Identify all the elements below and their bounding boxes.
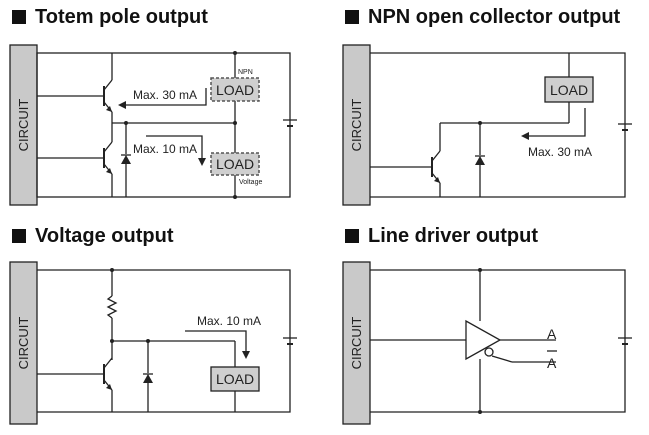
npn-circuit-label: CIRCUIT: [349, 99, 364, 152]
heading-bullet-icon: [12, 229, 26, 243]
line-driver-outer-wire: [370, 269, 626, 413]
totem-voltage-label: Voltage: [239, 179, 262, 186]
totem-title: Totem pole output: [12, 6, 208, 29]
line-driver-circuit-block: [342, 261, 371, 425]
totem-load-top-box: [210, 77, 260, 102]
voltage-load-label: LOAD: [216, 371, 254, 387]
line-driver-circuit-label: CIRCUIT: [349, 317, 364, 370]
totem-current-bottom-arrow-icon: [146, 135, 206, 166]
voltage-junction-dot: [110, 268, 114, 272]
totem-load-bottom-label: LOAD: [216, 156, 254, 172]
line-driver-supply-icon: [618, 337, 632, 345]
voltage-title: Voltage output: [12, 225, 174, 248]
npn-title-text: NPN open collector output: [368, 6, 621, 28]
totem-supply-icon: [283, 119, 297, 127]
line-driver-buffer-icon: [465, 319, 502, 361]
totem-current-top-label: Max. 30 mA: [133, 88, 197, 102]
totem-diode-icon: [121, 123, 131, 197]
line-driver-diagram: CIRCUIT A A: [342, 261, 632, 425]
line-driver-junction-dot: [478, 410, 482, 414]
heading-bullet-icon: [12, 10, 26, 24]
totem-load-bottom-box: [210, 152, 260, 176]
npn-load-label: LOAD: [550, 82, 588, 98]
npn-outer-wire: [370, 52, 626, 198]
heading-bullet-icon: [345, 229, 359, 243]
npn-current-arrow-icon: [521, 108, 586, 140]
line-driver-output-a: A: [547, 326, 557, 342]
npn-diagram: CIRCUIT LOAD Max. 30 mA: [342, 44, 632, 206]
voltage-diode-icon: [143, 341, 153, 412]
npn-current-label: Max. 30 mA: [528, 145, 592, 159]
line-driver-output-a-bar: A: [547, 355, 557, 371]
voltage-supply-icon: [283, 337, 297, 345]
voltage-title-text: Voltage output: [35, 225, 174, 247]
totem-lower-transistor-icon: [37, 141, 113, 197]
npn-supply-icon: [618, 123, 632, 131]
totem-junction-dot: [233, 195, 237, 199]
totem-circuit-label: CIRCUIT: [16, 99, 31, 152]
npn-transistor-icon: [370, 123, 441, 197]
line-driver-junction-dot: [478, 268, 482, 272]
voltage-diagram: CIRCUIT LOAD: [9, 261, 297, 425]
line-driver-title: Line driver output: [345, 225, 538, 248]
totem-title-text: Totem pole output: [35, 6, 208, 28]
voltage-current-label: Max. 10 mA: [197, 314, 261, 328]
voltage-resistor-icon: [106, 270, 118, 360]
totem-circuit-block: [9, 44, 38, 206]
totem-npn-label: NPN: [238, 69, 253, 76]
voltage-outer-wire: [37, 269, 291, 413]
totem-current-top-arrow-icon: [118, 88, 207, 109]
npn-circuit-block: [342, 44, 371, 206]
totem-diagram: CIRCUIT: [9, 44, 297, 206]
voltage-junction-dot: [110, 339, 114, 343]
voltage-transistor-icon: [37, 357, 113, 412]
voltage-circuit-block: [9, 261, 38, 425]
npn-diode-icon: [475, 123, 485, 197]
line-driver-title-text: Line driver output: [368, 225, 538, 247]
totem-load-top-label: LOAD: [216, 82, 254, 98]
voltage-current-arrow-icon: [185, 330, 250, 359]
heading-bullet-icon: [345, 10, 359, 24]
npn-title: NPN open collector output: [345, 6, 620, 29]
totem-current-bottom-label: Max. 10 mA: [133, 142, 197, 156]
voltage-circuit-label: CIRCUIT: [16, 317, 31, 370]
totem-upper-transistor-icon: [37, 53, 113, 142]
